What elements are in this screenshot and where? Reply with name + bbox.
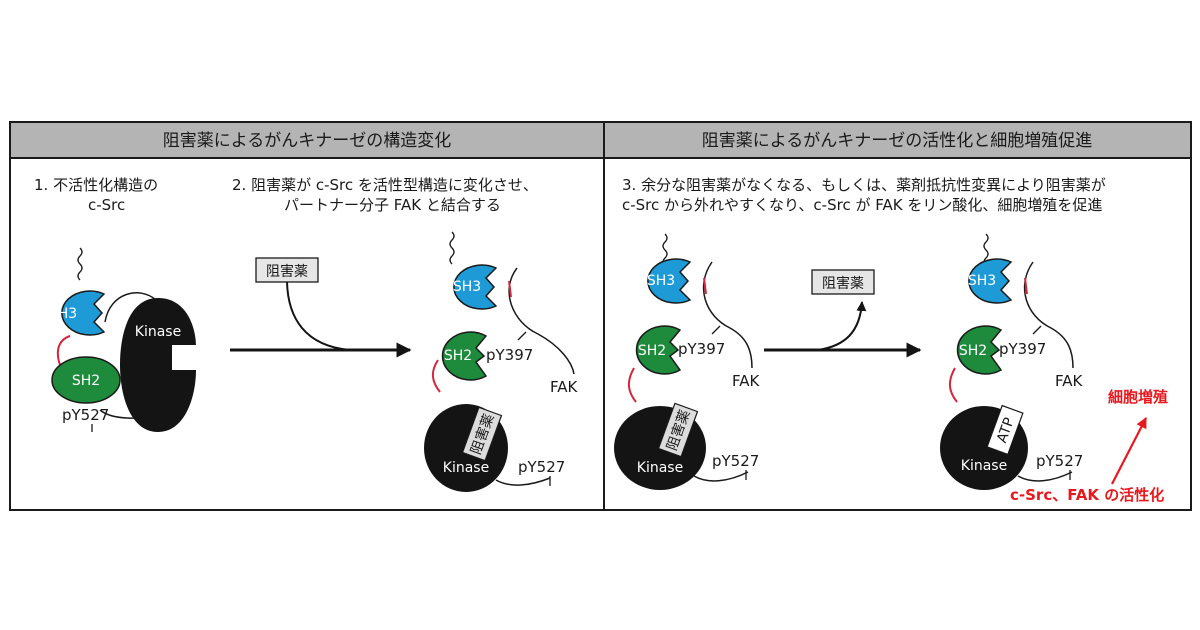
fak-label: FAK: [732, 372, 761, 390]
kinase-label: Kinase: [961, 458, 1007, 474]
kinase-label: Kinase: [637, 460, 683, 476]
py397-label: pY397: [999, 340, 1046, 358]
sh3-label: SH3: [453, 279, 481, 295]
py527-label: pY527: [1036, 452, 1083, 470]
step1-line1: 1. 不活性化構造の: [34, 176, 158, 194]
fak-red-contact: [1024, 277, 1028, 295]
sh2-label: SH2: [72, 373, 100, 389]
sh3-domain: [61, 290, 106, 336]
sh2-domain: [635, 325, 682, 375]
sh2-domain: [956, 325, 1003, 375]
py397-tick: [517, 331, 527, 341]
tail-line: [495, 477, 551, 486]
py397-label: pY397: [678, 340, 725, 358]
sh3-domain: [453, 264, 498, 310]
linker-line: [628, 367, 637, 403]
sh3-domain: [968, 258, 1013, 304]
step3-line1: 3. 余分な阻害薬がなくなる、もしくは、薬剤抵抗性変異により阻害薬が: [622, 176, 1106, 194]
sh3-label: SH3: [647, 273, 675, 289]
panel-right-border: [603, 121, 1192, 511]
kinase-label: Kinase: [443, 460, 489, 476]
src-active-atp: SH3 SH2 pY397 FAK Kinase ATP pY527: [940, 233, 1084, 490]
fak-red-contact: [508, 280, 512, 298]
sh3-label: SH3: [968, 273, 996, 289]
n-terminus-squiggle: [77, 247, 83, 281]
inhibitor-box-1: [255, 257, 319, 283]
panel-right: 阻害薬によるがんキナーゼの活性化と細胞増殖促進: [603, 121, 1192, 511]
tail-line: [693, 471, 749, 482]
src-inhibited-fak: SH3 SH2 pY397 FAK Kinase 阻害薬 pY527: [614, 233, 761, 490]
panel-left: 阻害薬によるがんキナーゼの構造変化: [9, 121, 605, 511]
step2-line2: パートナー分子 FAK と結合する: [284, 196, 501, 214]
step3-line2: c-Src から外れやすくなり、c-Src が FAK をリン酸化、細胞増殖を促…: [622, 196, 1102, 214]
n-terminus-squiggle: [662, 233, 668, 267]
py397-tick: [1032, 325, 1042, 335]
activation-label: c-Src、FAK の活性化: [1010, 486, 1164, 504]
step1-line2: c-Src: [88, 196, 125, 214]
src-inactive: SH3 SH2 Kinase pY527: [49, 247, 196, 432]
panel-right-title: 阻害薬によるがんキナーゼの活性化と細胞増殖促進: [702, 131, 1093, 151]
src-active-inhibited: SH3 SH2 pY397 FAK Kinase 阻害薬 pY527: [424, 231, 579, 492]
tail-line: [1017, 471, 1073, 482]
inhibitor-label-1: 阻害薬: [266, 264, 308, 280]
inhibitor-box-2: [811, 269, 875, 295]
proliferation-label: 細胞増殖: [1108, 388, 1168, 406]
py397-label: pY397: [486, 346, 533, 364]
py527-label: pY527: [62, 406, 109, 424]
n-terminus-squiggle: [983, 233, 989, 267]
inhibitor-curve-arrow: [286, 281, 351, 351]
fak-red-contact: [703, 277, 707, 295]
sh2-label: SH2: [959, 343, 987, 359]
n-terminus-squiggle: [449, 231, 455, 265]
fak-label: FAK: [1055, 372, 1084, 390]
inhibitor-leave-arrow: [817, 301, 867, 351]
sh3-loop-line: [104, 292, 157, 323]
fak-label: FAK: [550, 378, 579, 396]
py397-tick: [711, 325, 721, 335]
sh3-domain: [647, 258, 692, 304]
atp-box: ATP: [986, 404, 1024, 456]
activation-arrow: [1111, 417, 1147, 485]
inhibitor-label-2: 阻害薬: [822, 276, 864, 292]
py527-label: pY527: [518, 458, 565, 476]
step2-line1: 2. 阻害薬が c-Src を活性型構造に変化させ、: [232, 176, 538, 194]
sh2-domain: [441, 331, 488, 381]
py527-label: pY527: [712, 452, 759, 470]
sh2-domain: [51, 356, 121, 404]
sh2-label: SH2: [444, 348, 472, 364]
linker-line: [949, 367, 958, 403]
sh3-label: SH3: [49, 306, 77, 322]
kinase-domain: [120, 298, 196, 432]
linker-line: [432, 359, 441, 393]
sh2-label: SH2: [638, 343, 666, 359]
panel-left-title: 阻害薬によるがんキナーゼの構造変化: [163, 131, 452, 151]
kinase-label: Kinase: [135, 324, 181, 340]
